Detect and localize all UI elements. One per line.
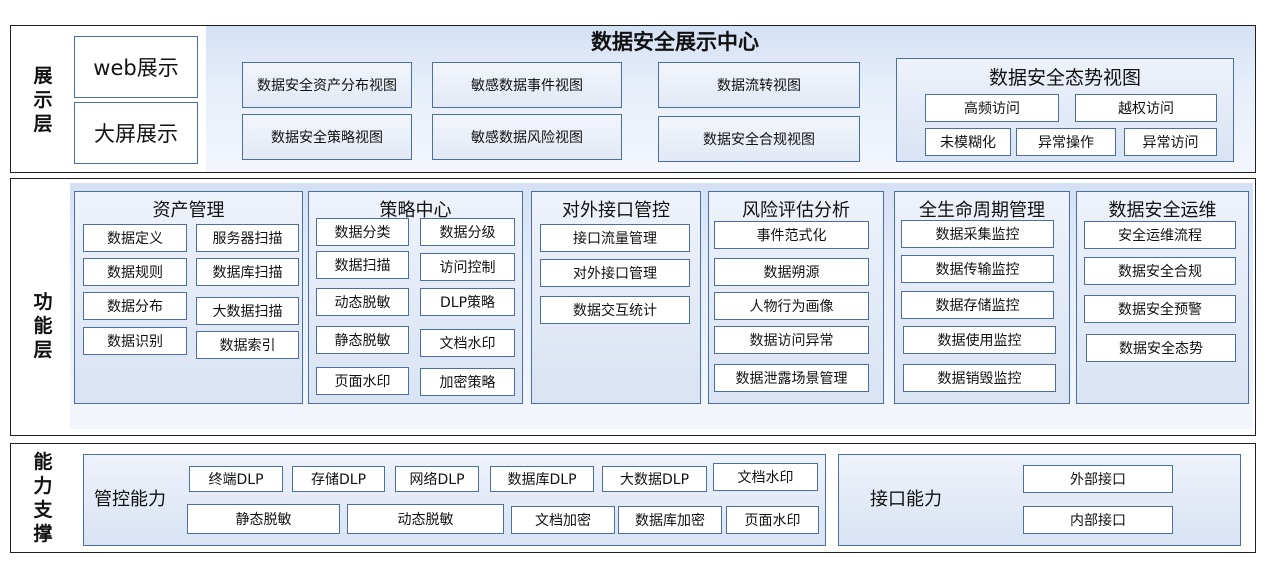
situation-abnormal-access: 异常访问: [1124, 128, 1217, 156]
control-item: 数据库加密: [618, 506, 722, 534]
big-screen-display-box: 大屏展示: [74, 102, 198, 164]
risk-item: 数据泄露场景管理: [714, 364, 869, 392]
policy-item: 数据分类: [316, 218, 409, 246]
interface-capability-item: 内部接口: [1023, 506, 1173, 534]
situation-high-freq: 高频访问: [925, 94, 1059, 122]
lifecycle-item: 数据传输监控: [901, 255, 1054, 283]
interface-item: 对外接口管理: [540, 259, 690, 287]
module-policy-center-title: 策略中心: [379, 200, 452, 221]
risk-item: 数据访问异常: [714, 326, 869, 354]
view-sensitive-event: 敏感数据事件视图: [432, 62, 622, 108]
asset-item: 大数据扫描: [196, 297, 299, 325]
control-item: 文档加密: [511, 506, 615, 534]
display-layer-label: 展 示 层: [33, 65, 53, 135]
asset-item: 服务器扫描: [196, 224, 299, 252]
control-item: 数据库DLP: [490, 466, 594, 492]
policy-item: 数据分级: [420, 218, 515, 246]
lifecycle-item: 数据销毁监控: [903, 364, 1056, 392]
risk-item: 人物行为画像: [714, 292, 869, 320]
policy-item: 数据扫描: [316, 251, 409, 279]
policy-item: DLP策略: [420, 288, 515, 316]
asset-item: 数据定义: [83, 224, 187, 252]
asset-item: 数据规则: [83, 258, 187, 286]
asset-item: 数据索引: [196, 331, 299, 359]
view-sensitive-risk: 敏感数据风险视图: [432, 114, 622, 160]
lifecycle-item: 数据使用监控: [903, 326, 1056, 354]
interface-item: 接口流量管理: [540, 224, 690, 252]
risk-item: 事件范式化: [714, 221, 869, 249]
situation-abnormal-op: 异常操作: [1016, 128, 1116, 156]
ops-item: 数据安全预警: [1084, 295, 1236, 323]
policy-item: 页面水印: [316, 367, 409, 395]
asset-item: 数据库扫描: [196, 258, 299, 286]
asset-item: 数据分布: [83, 292, 187, 320]
situation-unmasked: 未模糊化: [925, 128, 1011, 156]
view-security-policy: 数据安全策略视图: [242, 114, 412, 160]
module-asset-management-title: 资产管理: [152, 200, 225, 221]
asset-item: 数据识别: [83, 327, 187, 355]
module-external-interface-title: 对外接口管控: [562, 200, 670, 221]
module-lifecycle-title: 全生命周期管理: [919, 200, 1045, 221]
view-compliance: 数据安全合规视图: [658, 116, 860, 162]
module-security-ops-title: 数据安全运维: [1108, 200, 1217, 221]
control-capability-title: 管控能力: [94, 489, 166, 510]
situation-view-title: 数据安全态势视图: [988, 67, 1141, 89]
view-asset-distribution: 数据安全资产分布视图: [242, 62, 412, 108]
control-item: 网络DLP: [395, 466, 479, 492]
function-layer-label: 功 能 层: [33, 291, 53, 361]
interface-item: 数据交互统计: [540, 296, 690, 324]
policy-item: 动态脱敏: [316, 288, 409, 316]
ops-item: 数据安全合规: [1084, 257, 1236, 285]
control-item: 文档水印: [713, 463, 818, 491]
policy-item: 加密策略: [420, 368, 515, 396]
ops-item: 数据安全态势: [1086, 334, 1236, 362]
policy-item: 访问控制: [420, 253, 515, 281]
web-display-box: web展示: [74, 36, 198, 98]
interface-capability-title: 接口能力: [870, 489, 942, 510]
control-item: 终端DLP: [189, 466, 283, 492]
situation-unauthorized: 越权访问: [1075, 94, 1217, 122]
lifecycle-item: 数据存储监控: [901, 291, 1054, 319]
risk-item: 数据朔源: [714, 258, 869, 286]
control-item: 大数据DLP: [602, 466, 707, 492]
control-item: 存储DLP: [292, 466, 385, 492]
view-data-flow: 数据流转视图: [658, 62, 860, 108]
policy-item: 文档水印: [420, 329, 515, 357]
display-center-title: 数据安全展示中心: [591, 30, 759, 54]
control-item: 页面水印: [726, 506, 819, 534]
interface-capability-item: 外部接口: [1023, 465, 1173, 493]
module-risk-assessment-title: 风险评估分析: [742, 200, 850, 221]
policy-item: 静态脱敏: [316, 326, 409, 354]
control-item: 动态脱敏: [347, 504, 504, 534]
capability-layer-label: 能 力 支 撑: [33, 451, 53, 545]
ops-item: 安全运维流程: [1084, 221, 1236, 249]
control-item: 静态脱敏: [187, 504, 340, 534]
lifecycle-item: 数据采集监控: [901, 220, 1054, 248]
